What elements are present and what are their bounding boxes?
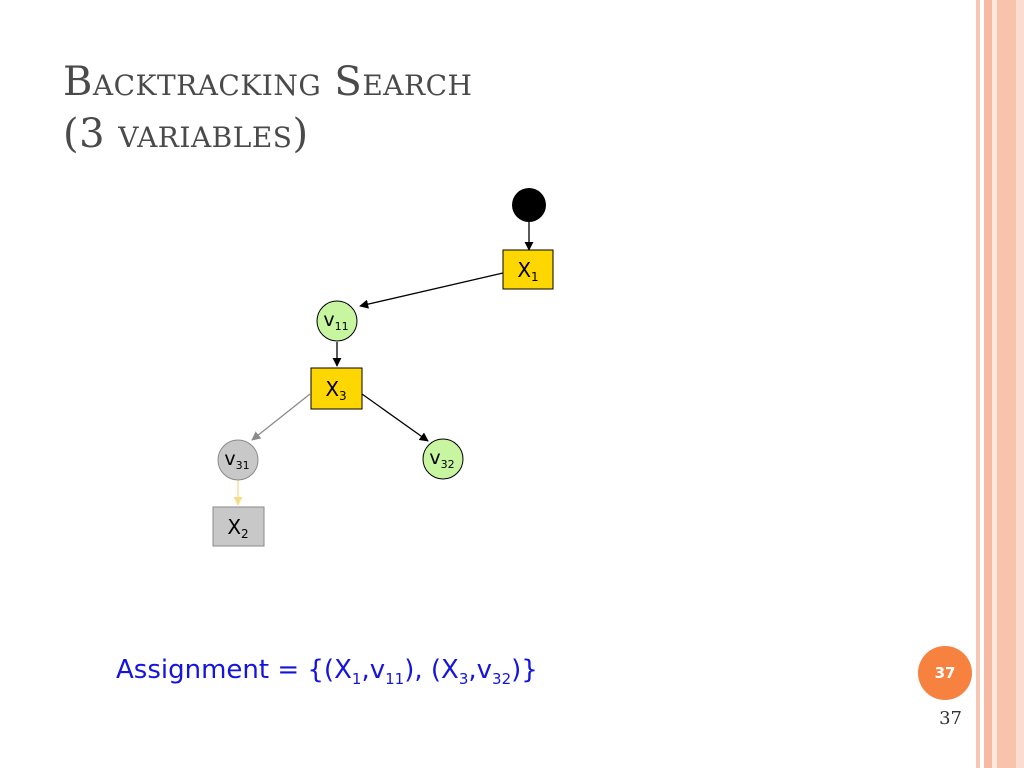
node-v11-subscript: 11 <box>335 320 349 333</box>
decor-stripe <box>976 0 980 768</box>
edge-x3-v31 <box>251 393 311 441</box>
svg-text:v31: v31 <box>224 448 249 472</box>
slide-number-badge: 37 <box>918 646 972 700</box>
node-x3: X3 <box>310 367 363 410</box>
svg-text:X1: X1 <box>517 258 538 284</box>
slide-title-line2: (3 variables) <box>63 111 309 157</box>
assignment-part: ), (X <box>404 655 459 685</box>
node-v32-subscript: 32 <box>441 458 455 471</box>
svg-text:v11: v11 <box>323 309 348 333</box>
svg-text:X2: X2 <box>227 515 248 541</box>
slide-title: Backtracking Search (3 variables) <box>63 56 472 160</box>
svg-text:X3: X3 <box>325 377 346 403</box>
assignment-part: Assignment = {(X <box>116 655 352 685</box>
node-v11-label: v <box>323 309 334 331</box>
node-x1-subscript: 1 <box>531 270 539 284</box>
node-v32: v32 <box>422 438 464 480</box>
assignment-part: ,v <box>468 655 493 685</box>
node-x1: X1 <box>502 249 554 290</box>
node-v32-label: v <box>429 447 440 469</box>
assignment-subscript: 32 <box>492 670 512 689</box>
slide-title-line1: Backtracking Search <box>63 59 473 105</box>
node-x2-subscript: 2 <box>241 527 249 541</box>
decor-stripe <box>1016 0 1024 768</box>
node-x2-label: X <box>227 515 241 539</box>
decor-stripe <box>997 0 1016 768</box>
root-node <box>512 188 546 222</box>
page-number: 37 <box>939 708 962 729</box>
assignment-text: Assignment = {(X1,v11), (X3,v32)} <box>116 655 538 688</box>
assignment-subscript: 1 <box>351 670 362 689</box>
edge-x3-v32 <box>361 393 429 442</box>
decor-stripe <box>992 0 997 768</box>
decor-stripe <box>984 0 992 768</box>
assignment-subscript: 11 <box>385 670 405 689</box>
svg-text:v32: v32 <box>429 447 454 471</box>
node-v31: v31 <box>217 439 259 481</box>
node-x3-subscript: 3 <box>339 389 347 403</box>
node-v11: v11 <box>316 300 358 342</box>
node-x2: X2 <box>212 506 265 547</box>
node-x3-label: X <box>325 377 339 401</box>
assignment-part: )} <box>511 655 538 685</box>
node-x1-label: X <box>517 258 531 282</box>
node-v31-label: v <box>224 448 235 470</box>
edge-x1-v11 <box>359 272 504 309</box>
assignment-part: ,v <box>361 655 386 685</box>
node-v31-subscript: 31 <box>236 459 250 472</box>
assignment-subscript: 3 <box>458 670 469 689</box>
